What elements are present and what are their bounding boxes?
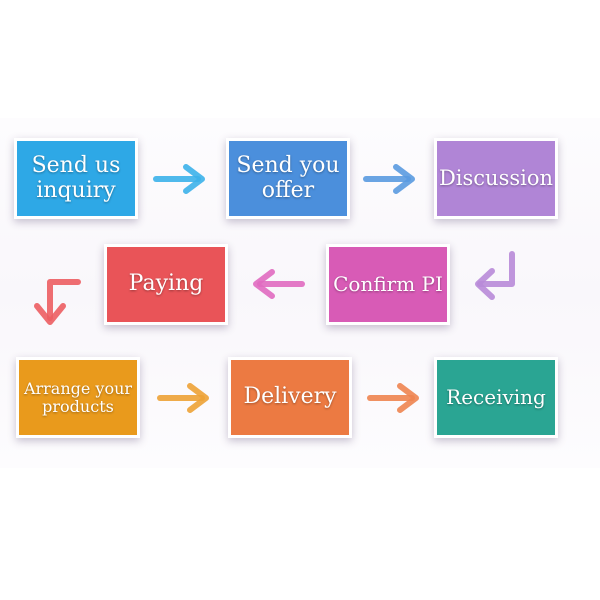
step-delivery: Delivery: [228, 357, 352, 438]
step-label: Receiving: [446, 385, 546, 410]
arrow-right-icon: [367, 383, 419, 413]
step-label: Discussion: [438, 165, 554, 190]
step-label: Send you offer: [236, 152, 340, 203]
step-label: Send us inquiry: [31, 152, 121, 203]
arrow-left-icon: [253, 269, 305, 299]
arrow-right-icon: [153, 164, 205, 194]
step-send-offer: Send you offer: [226, 138, 350, 219]
step-discussion: Discussion: [434, 138, 558, 219]
step-receiving: Receiving: [434, 357, 558, 438]
arrow-left-down-icon: [34, 279, 81, 325]
step-arrange-products: Arrange your products: [16, 357, 140, 438]
step-label: Arrange your products: [23, 378, 133, 416]
arrow-right-icon: [157, 383, 209, 413]
arrow-right-icon: [363, 164, 415, 194]
step-paying: Paying: [104, 244, 228, 325]
step-send-inquiry: Send us inquiry: [14, 138, 138, 219]
step-label: Delivery: [243, 384, 337, 410]
step-confirm-pi: Confirm PI: [326, 244, 450, 325]
arrow-down-left-icon: [475, 251, 515, 300]
step-label: Confirm PI: [333, 272, 443, 297]
step-label: Paying: [128, 271, 204, 297]
